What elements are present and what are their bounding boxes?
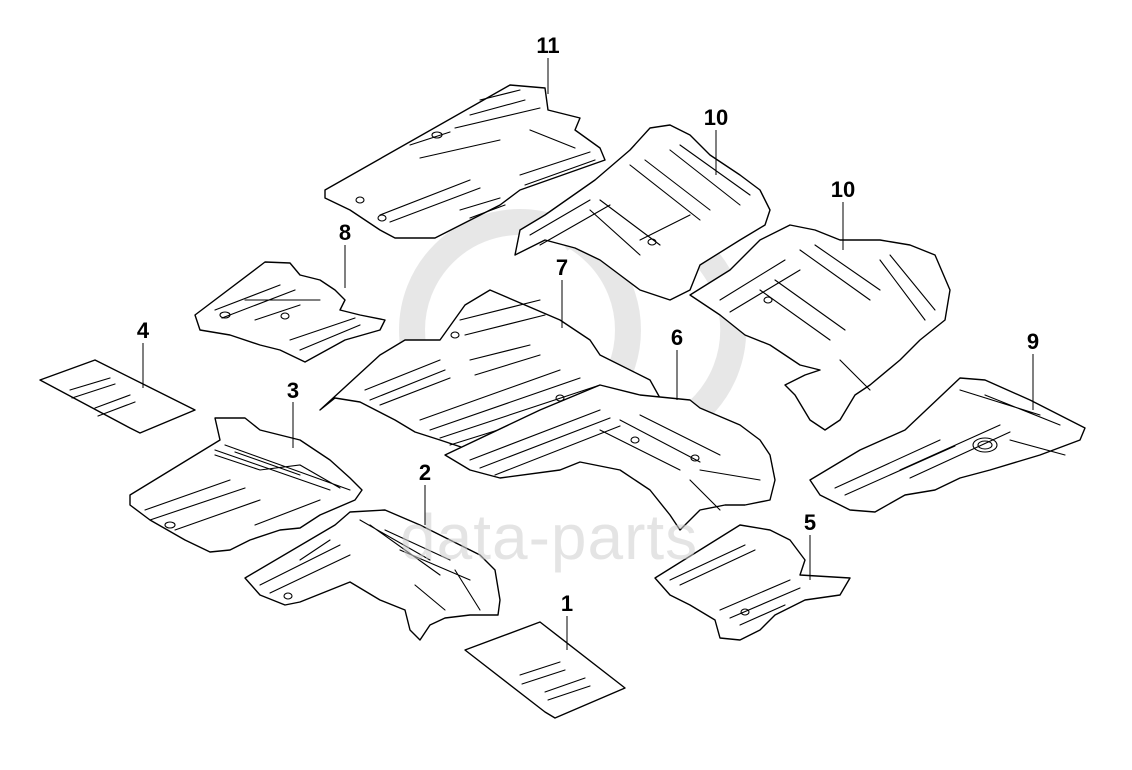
part-8[interactable]	[194, 261, 386, 363]
part-10-upper[interactable]	[514, 124, 771, 301]
callout-10-upper[interactable]: 10	[703, 105, 729, 130]
callout-11[interactable]: 11	[536, 33, 560, 58]
part-10-lower[interactable]	[689, 224, 951, 431]
part-4[interactable]	[39, 359, 196, 434]
part-5[interactable]	[654, 524, 851, 641]
callout-1[interactable]: 1	[560, 591, 574, 616]
part-6[interactable]	[444, 384, 776, 531]
part-1[interactable]	[464, 621, 626, 719]
part-11[interactable]	[324, 84, 606, 239]
watermark-text: data-parts	[400, 501, 699, 573]
callout-8[interactable]: 8	[338, 220, 352, 245]
callout-10-lower[interactable]: 10	[830, 177, 856, 202]
callout-5[interactable]: 5	[803, 510, 817, 535]
callout-7[interactable]: 7	[555, 255, 569, 280]
part-3[interactable]	[129, 417, 363, 553]
leader-lines	[142, 58, 1034, 650]
callout-6[interactable]: 6	[670, 325, 684, 350]
callout-9[interactable]: 9	[1026, 329, 1040, 354]
callout-3[interactable]: 3	[286, 378, 300, 403]
callout-4[interactable]: 4	[136, 318, 150, 343]
part-9[interactable]	[809, 377, 1086, 513]
callout-2[interactable]: 2	[418, 460, 432, 485]
part-2[interactable]	[244, 509, 501, 641]
